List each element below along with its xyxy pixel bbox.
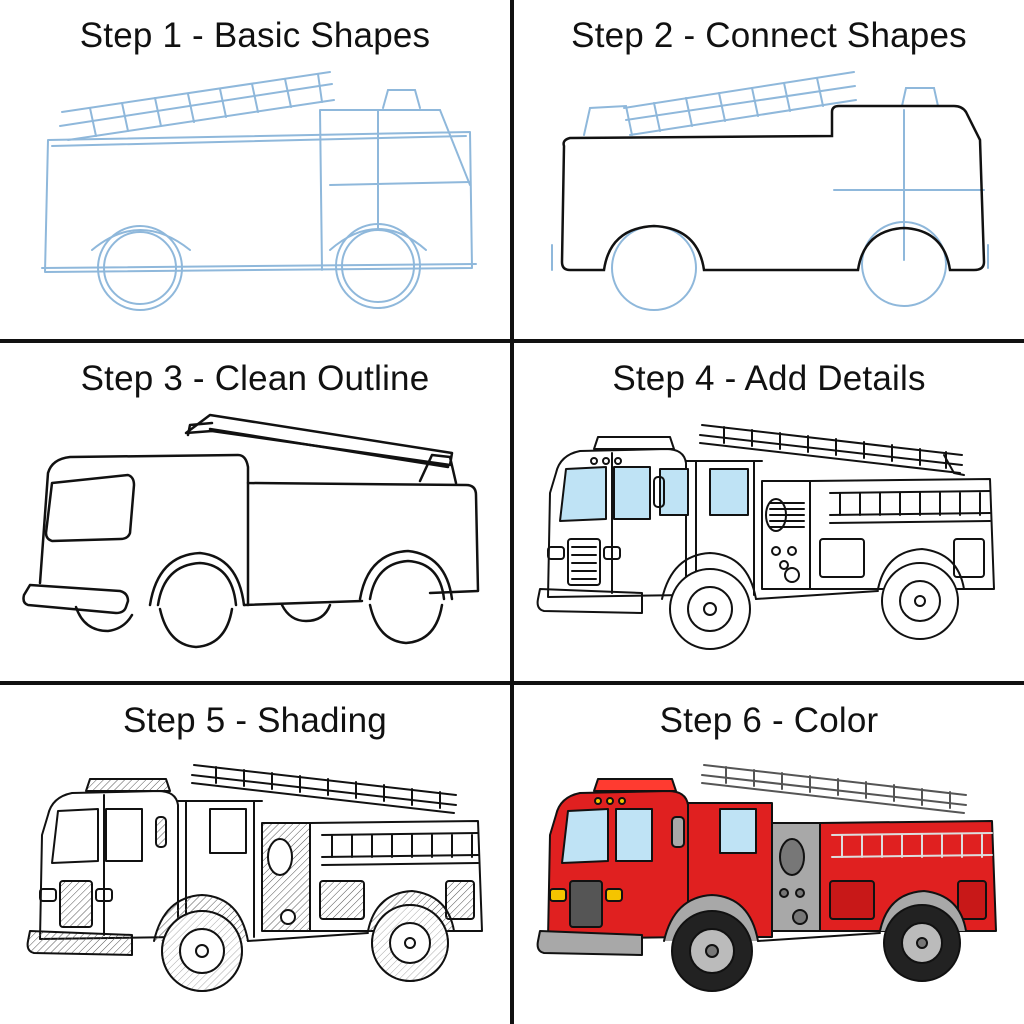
fire-truck-outline-icon bbox=[22, 413, 480, 649]
horizontal-divider-bottom bbox=[0, 681, 1024, 685]
vertical-divider bbox=[510, 0, 514, 1024]
step-2-title: Step 2 - Connect Shapes bbox=[571, 16, 967, 55]
step-4-panel: Step 4 - Add Details bbox=[514, 343, 1024, 681]
step-2-panel: Step 2 - Connect Shapes bbox=[514, 0, 1024, 338]
step-5-panel: Step 5 - Shading bbox=[0, 685, 510, 1023]
fire-truck-connected-icon bbox=[551, 71, 989, 311]
step-1-panel: Step 1 - Basic Shapes bbox=[0, 0, 510, 338]
horizontal-divider-top bbox=[0, 339, 1024, 343]
step-3-title: Step 3 - Clean Outline bbox=[80, 359, 430, 398]
fire-truck-colored-icon bbox=[536, 764, 997, 992]
step-6-title: Step 6 - Color bbox=[659, 701, 879, 740]
fire-truck-sketch-icon bbox=[41, 71, 477, 311]
fire-truck-detailed-icon bbox=[536, 424, 995, 650]
step-4-title: Step 4 - Add Details bbox=[612, 359, 926, 398]
fire-truck-shaded-icon bbox=[26, 764, 483, 992]
step-3-panel: Step 3 - Clean Outline bbox=[0, 343, 510, 681]
step-6-panel: Step 6 - Color bbox=[514, 685, 1024, 1023]
step-1-title: Step 1 - Basic Shapes bbox=[79, 16, 431, 55]
step-5-title: Step 5 - Shading bbox=[123, 701, 387, 740]
